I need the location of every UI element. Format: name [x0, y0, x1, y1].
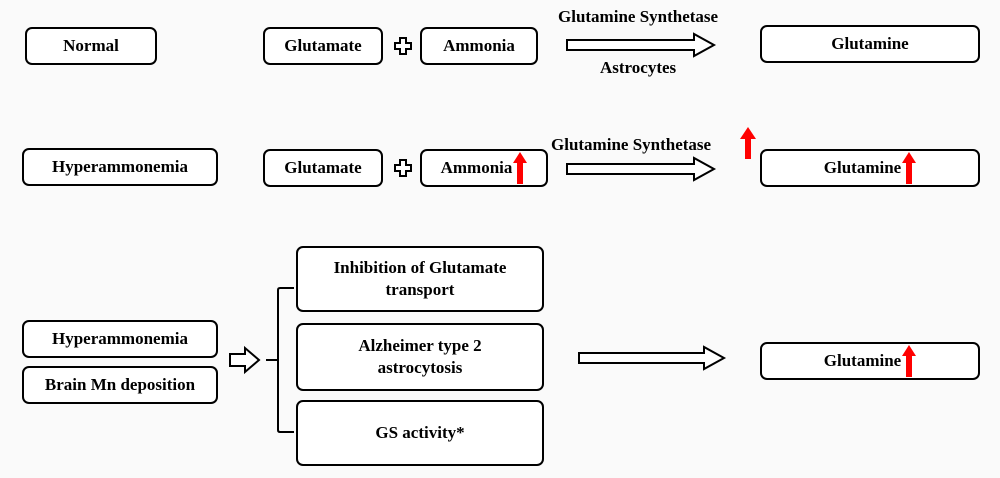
- condition-normal-label: Normal: [63, 36, 119, 55]
- glutamate-box-2: Glutamate: [263, 149, 383, 187]
- condition-hyperammonemia-label: Hyperammonemia: [52, 329, 188, 348]
- glutamine-box-1: Glutamine: [760, 25, 980, 63]
- reaction-arrow-1: [566, 32, 717, 58]
- increase-arrow-icon: [902, 345, 917, 377]
- cause-arrow: [229, 345, 261, 375]
- branch-bracket: [266, 287, 294, 433]
- enzyme-label-1: Glutamine Synthetase: [558, 7, 719, 26]
- effect-glutamate-transport-box: Inhibition of Glutamate transport: [296, 246, 544, 312]
- plus-icon: [394, 37, 412, 55]
- location-label: Astrocytes: [600, 58, 677, 77]
- condition-brain-mn-box: Brain Mn deposition: [22, 366, 218, 404]
- glutamate-label: Glutamate: [284, 158, 362, 177]
- enzyme-label-2: Glutamine Synthetase: [551, 135, 712, 154]
- effect-gs-activity-box: GS activity*: [296, 400, 544, 466]
- result-arrow: [578, 345, 727, 371]
- glutamine-box-2: Glutamine: [760, 149, 980, 187]
- glutamine-label: Glutamine: [823, 158, 902, 177]
- effect-label: GS activity*: [375, 423, 465, 442]
- glutamate-label: Glutamate: [284, 36, 362, 55]
- effect-astrocytosis-box: Alzheimer type 2 astrocytosis: [296, 323, 544, 391]
- increase-arrow-icon: [740, 127, 756, 159]
- ammonia-box-1: Ammonia: [420, 27, 538, 65]
- reaction-arrow-2: [566, 156, 717, 182]
- condition-normal-box: Normal: [25, 27, 157, 65]
- glutamine-box-3: Glutamine: [760, 342, 980, 380]
- condition-hyperammonemia-box: Hyperammonemia: [22, 148, 218, 186]
- condition-hyperammonemia-box-2: Hyperammonemia: [22, 320, 218, 358]
- increase-arrow-icon: [902, 152, 917, 184]
- condition-hyperammonemia-label: Hyperammonemia: [52, 157, 188, 176]
- ammonia-box-2: Ammonia: [420, 149, 548, 187]
- effect-label: Inhibition of Glutamate transport: [333, 258, 507, 299]
- increase-arrow-icon: [513, 152, 528, 184]
- ammonia-label: Ammonia: [443, 36, 515, 55]
- condition-brain-mn-label: Brain Mn deposition: [44, 375, 196, 394]
- effect-label: Alzheimer type 2 astrocytosis: [358, 336, 482, 377]
- glutamate-box-1: Glutamate: [263, 27, 383, 65]
- glutamine-label: Glutamine: [831, 34, 909, 53]
- ammonia-label: Ammonia: [440, 158, 513, 177]
- plus-icon: [394, 159, 412, 177]
- glutamine-label: Glutamine: [823, 351, 902, 370]
